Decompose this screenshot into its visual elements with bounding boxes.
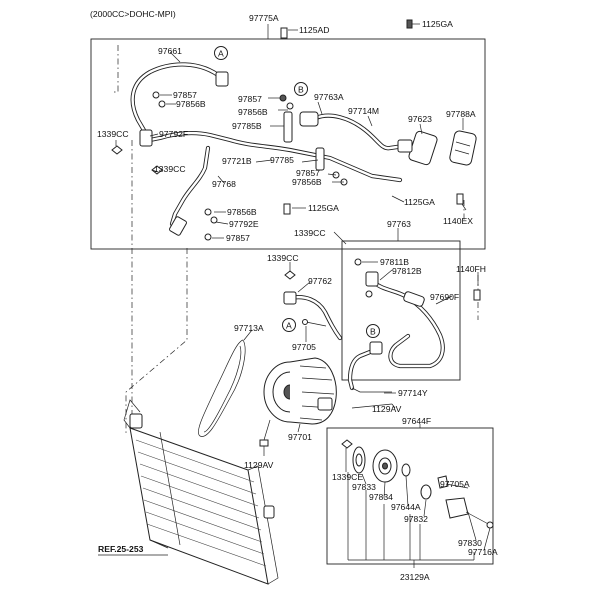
label-1140EX: 1140EX xyxy=(443,216,473,226)
label-1125GA-mid: 1125GA xyxy=(404,197,435,207)
label-97623: 97623 xyxy=(408,114,432,124)
label-97661: 97661 xyxy=(158,46,182,56)
label-97701: 97701 xyxy=(288,432,312,442)
label-97713A: 97713A xyxy=(234,323,264,333)
label-1339CC-d: 1339CC xyxy=(267,253,299,263)
label-97714Y: 97714Y xyxy=(398,388,428,398)
label-97785: 97785 xyxy=(270,155,294,165)
label-97705: 97705 xyxy=(292,342,316,352)
suction-hose-group-box xyxy=(341,240,461,381)
callout-a-mid-label: A xyxy=(286,321,292,331)
label-97775A: 97775A xyxy=(249,13,279,23)
label-1339CC-a: 1339CC xyxy=(97,129,129,139)
label-97834: 97834 xyxy=(369,492,393,502)
centerline-left-top xyxy=(112,45,119,93)
label-97763: 97763 xyxy=(387,219,411,229)
callout-a-top-label: A xyxy=(218,49,224,59)
label-97856B-a: 97856B xyxy=(176,99,206,109)
liquid-tube-97768 xyxy=(147,130,403,183)
callout-b-mid-label: B xyxy=(370,327,376,337)
label-97705A: 97705A xyxy=(440,479,470,489)
label-97785B: 97785B xyxy=(232,121,262,131)
clutch-group-box xyxy=(326,427,494,565)
upper-hose-group-box xyxy=(90,38,486,250)
label-97811B: 97811B xyxy=(380,257,409,267)
label-97857-d: 97857 xyxy=(226,233,250,243)
leader-lines xyxy=(115,23,491,568)
compressor-97701 xyxy=(259,357,337,447)
discharge-hose-97762 xyxy=(283,291,343,341)
label-97857-b: 97857 xyxy=(238,94,262,104)
label-97768: 97768 xyxy=(212,179,236,189)
label-97714M: 97714M xyxy=(348,106,379,116)
condenser xyxy=(123,399,279,585)
clutch-parts xyxy=(341,439,494,529)
label-97721B: 97721B xyxy=(222,156,252,166)
cable-97714Y xyxy=(351,387,392,393)
label-97857-c: 97857 xyxy=(296,168,320,178)
callout-b-mid xyxy=(366,324,380,338)
label-23129A: 23129A xyxy=(400,572,430,582)
callout-b-top-label: B xyxy=(298,85,304,95)
label-1339CC-c: 1339CC xyxy=(294,228,326,238)
label-97788A: 97788A xyxy=(446,109,476,119)
label-97857-a: 97857 xyxy=(173,90,197,100)
label-97644F: 97644F xyxy=(402,416,431,426)
label-1125GA-low: 1125GA xyxy=(308,203,339,213)
label-97856B-b: 97856B xyxy=(238,107,268,117)
label-1125AD: 1125AD xyxy=(299,25,329,35)
engine-note: (2000CC>DOHC-MPI) xyxy=(90,9,176,19)
label-97832: 97832 xyxy=(404,514,428,524)
label-97763A: 97763A xyxy=(314,92,344,102)
label-1339CC-b: 1339CC xyxy=(154,164,186,174)
drive-belt-97713A xyxy=(198,339,246,437)
label-97716A: 97716A xyxy=(468,547,498,557)
label-97792E: 97792E xyxy=(229,219,259,229)
suction-hose-97763 xyxy=(284,258,481,369)
label-97690F: 97690F xyxy=(430,292,459,302)
part-labels: 97775A 1125AD 1125GA 97661 97857 97856B … xyxy=(97,13,498,582)
label-97856B-c: 97856B xyxy=(292,177,322,187)
label-97644A: 97644A xyxy=(391,502,421,512)
reference-label[interactable]: REF.25-253 xyxy=(98,544,144,554)
hose-fittings-upper xyxy=(111,19,464,241)
discharge-hose-97661 xyxy=(130,62,225,135)
label-97830: 97830 xyxy=(458,538,482,548)
receiver-drier-97623 xyxy=(408,130,477,166)
label-1339CE: 1339CE xyxy=(332,472,363,482)
suction-line-to-compressor xyxy=(347,341,383,391)
callout-a-top xyxy=(214,46,228,60)
label-1129AV-a: 1129AV xyxy=(372,404,402,414)
callout-b-top xyxy=(294,82,308,96)
label-97762: 97762 xyxy=(308,276,332,286)
label-97833: 97833 xyxy=(352,482,376,492)
bolt-1129AV-a xyxy=(351,403,393,409)
label-1125GA-top: 1125GA xyxy=(422,19,453,29)
label-97812B: 97812B xyxy=(392,266,422,276)
label-1129AV-b: 1129AV xyxy=(244,460,274,470)
label-97792F: 97792F xyxy=(159,129,188,139)
label-97856B-d: 97856B xyxy=(227,207,257,217)
suction-hose-97763A xyxy=(313,113,407,151)
callout-a-mid xyxy=(282,318,296,332)
liquid-tube-lower xyxy=(169,145,211,227)
label-1140FH: 1140FH xyxy=(456,264,486,274)
